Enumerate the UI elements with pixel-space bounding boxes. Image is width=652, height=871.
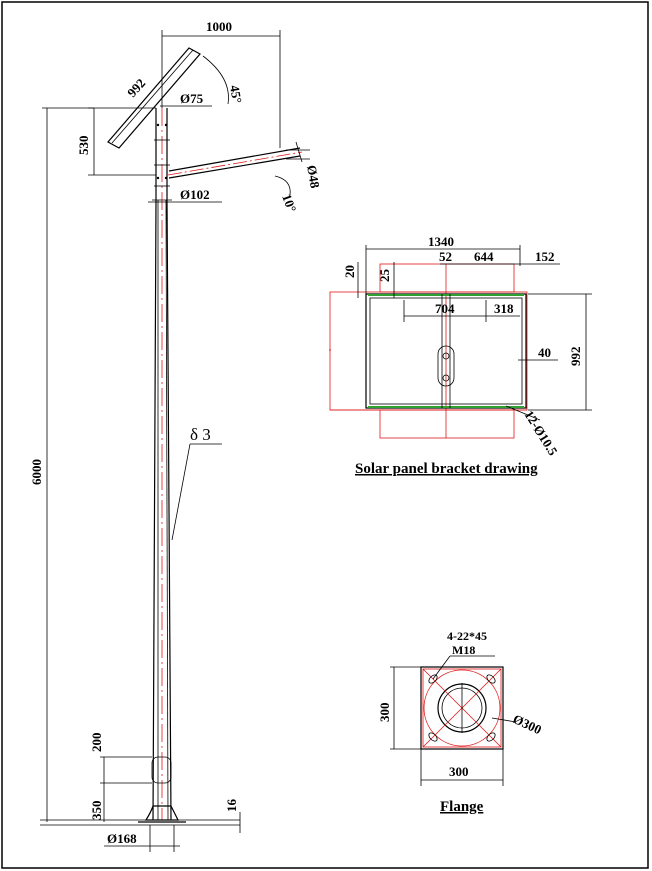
- arm-length-label: 1000: [206, 19, 232, 34]
- pole-inner-edge-2: [165, 199, 169, 821]
- bracket-d318-label: 318: [494, 301, 514, 316]
- solar-panel-inner: [111, 49, 194, 144]
- panel-length-label: 992: [124, 75, 148, 100]
- flange-slot: [486, 674, 496, 684]
- lamp-arm-centerline: [167, 151, 303, 176]
- thickness-leader: [171, 443, 191, 541]
- flange-plate-outline: [422, 668, 502, 748]
- flange-title: Flange: [440, 799, 484, 815]
- top-dia-label: Ø75: [180, 91, 204, 106]
- thickness-label: δ 3: [190, 425, 211, 444]
- bracket-width-label: 1340: [428, 234, 454, 249]
- base-plate-label: 16: [224, 799, 239, 813]
- bracket-d152-label: 152: [535, 249, 555, 264]
- pole-door: [151, 756, 172, 784]
- bracket-clamp-hole: [442, 374, 450, 382]
- flange-bolt-label: M18: [452, 643, 475, 657]
- bracket-clamp-hole: [442, 352, 450, 360]
- base-dia-label: Ø168: [107, 831, 137, 846]
- flange-height-label: 300: [377, 703, 392, 723]
- bracket-bottom-outline: [379, 409, 515, 439]
- flange-drawing: 4-22*45 M18 300 300 Ø300 Flange: [377, 629, 544, 815]
- panel-tilt-label: 45°: [227, 84, 245, 105]
- bracket-d992-label: 992: [568, 347, 583, 367]
- pole-height-label: 6000: [29, 459, 44, 485]
- bracket-height-label: 530: [76, 136, 91, 156]
- pole-bolt: [164, 176, 168, 180]
- bracket-d644-label: 644: [474, 249, 494, 264]
- pole-elevation: 1000 992 45° Ø75 530 Ø48 10° Ø102 δ 3 60…: [29, 19, 323, 852]
- bracket-top-outline: [379, 263, 515, 293]
- pcd-leader: [491, 717, 517, 723]
- flange-plate: [420, 666, 504, 750]
- bracket-d52-label: 52: [439, 249, 452, 264]
- flange-pcd-label: Ø300: [511, 711, 544, 737]
- mid-dia-label: Ø102: [180, 187, 210, 202]
- bracket-d40-label: 40: [538, 345, 551, 360]
- flange-slot: [428, 732, 438, 742]
- bracket-frame-inner: [369, 297, 523, 405]
- door-height-label: 200: [89, 733, 104, 753]
- flange-slots-label: 4-22*45: [447, 629, 487, 643]
- lamp-arm-top: [168, 147, 301, 172]
- flange-width-label: 300: [449, 764, 469, 779]
- pole-bolt: [156, 176, 160, 180]
- lamp-arm-bottom: [168, 155, 301, 179]
- bracket-d25-label: 25: [377, 269, 392, 283]
- pole-bolt: [164, 123, 168, 127]
- arm-dia-label: Ø48: [304, 164, 323, 190]
- bracket-title: Solar panel bracket drawing: [355, 461, 538, 477]
- bracket-d704-label: 704: [435, 301, 455, 316]
- bracket-drawing: 1340 52 644 152 20 25 704 318 40 992 12-…: [329, 234, 592, 477]
- pole-base: [144, 805, 179, 821]
- holes-leader: [505, 405, 541, 421]
- angle-arc: [274, 175, 291, 196]
- bracket-d20-label: 20: [342, 265, 357, 278]
- pole-bolt: [156, 123, 160, 127]
- arm-tilt-label: 10°: [279, 192, 299, 214]
- flange-slot: [428, 674, 438, 684]
- flange-slot: [486, 732, 496, 742]
- slot-leader: [432, 655, 451, 680]
- pole-left-edge: [152, 108, 157, 821]
- bracket-clamp: [437, 345, 455, 387]
- flange-pcd-circle: [423, 669, 501, 747]
- bracket-holes-label: 12-Ø10.5: [521, 408, 561, 459]
- angle-arc: [202, 55, 229, 105]
- door-base-label: 350: [89, 801, 104, 821]
